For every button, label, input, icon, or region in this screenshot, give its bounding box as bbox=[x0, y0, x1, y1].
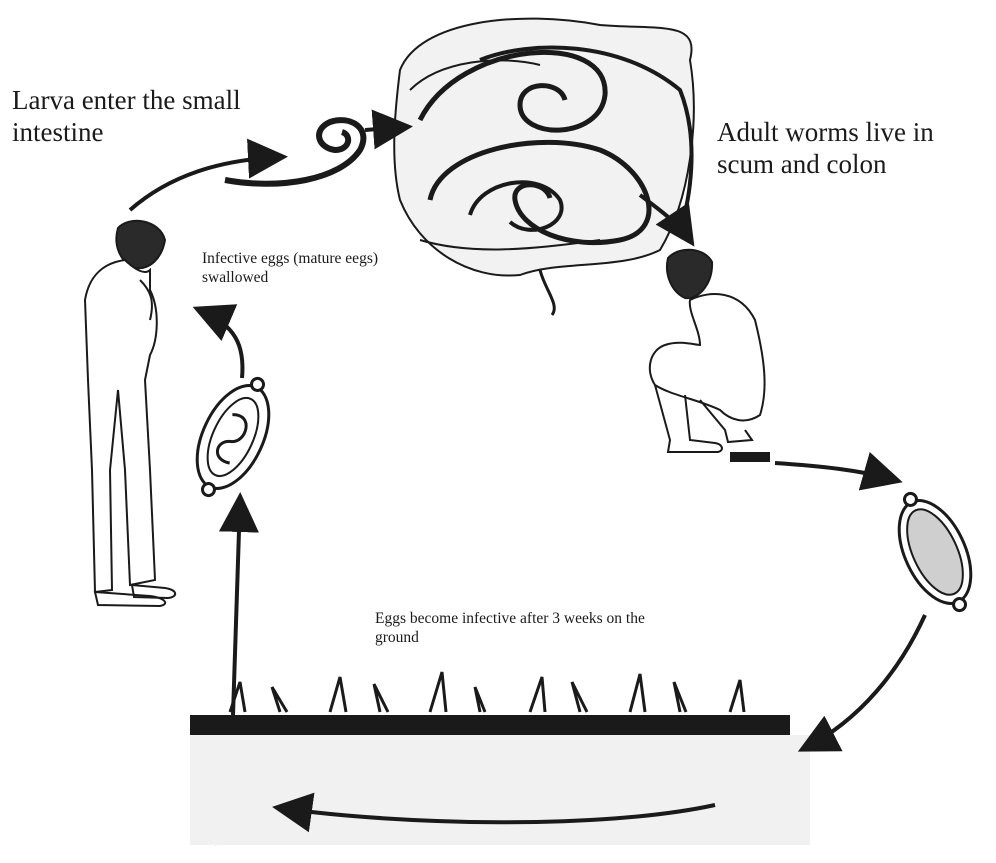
squatting-person bbox=[650, 250, 765, 452]
egg-fertilized bbox=[881, 481, 989, 622]
label-ground: Eggs become infective after 3 weeks on t… bbox=[375, 610, 645, 647]
intestine-illustration bbox=[394, 19, 694, 315]
arrow-feces-to-egg bbox=[775, 463, 895, 480]
label-swallowed: Infective eggs (mature eegs) swallowed bbox=[202, 250, 392, 287]
label-adult: Adult worms live in scum and colon bbox=[717, 116, 977, 181]
ground-soil bbox=[190, 672, 810, 845]
arrow-egg-to-ground bbox=[805, 615, 925, 748]
label-larva: Larva enter the small intestine bbox=[12, 84, 292, 149]
feces-mark bbox=[730, 452, 770, 462]
egg-embryonated bbox=[179, 366, 287, 507]
standing-person bbox=[85, 221, 175, 606]
arrow-egg-to-mouth bbox=[200, 310, 243, 378]
